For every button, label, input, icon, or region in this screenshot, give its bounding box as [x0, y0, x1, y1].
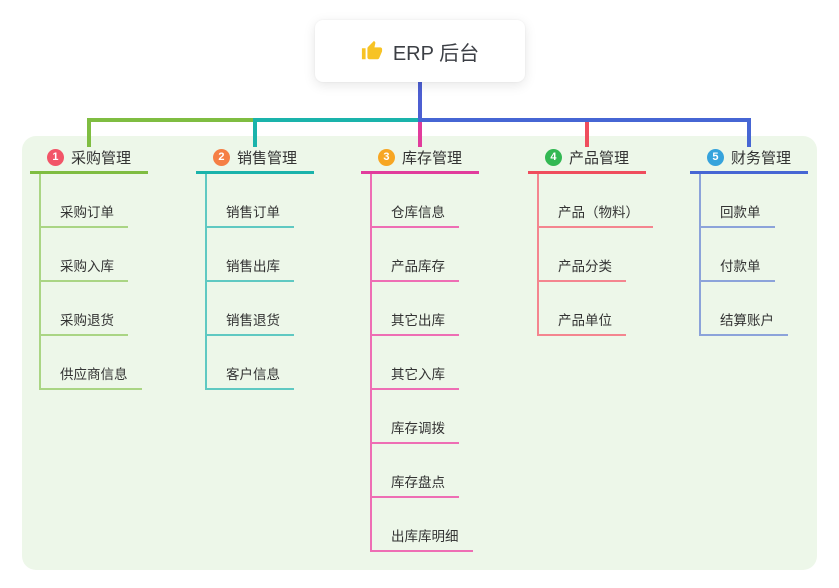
drop-branch-5 — [747, 118, 751, 147]
branch-header[interactable]: 3 库存管理 — [361, 146, 479, 174]
child-label: 付款单 — [720, 259, 761, 274]
branch-header[interactable]: 5 财务管理 — [690, 146, 808, 174]
branch-label: 产品管理 — [568, 149, 629, 167]
branch-children: 销售订单销售出库销售退货客户信息 — [205, 174, 294, 390]
drop-branch-2 — [253, 118, 257, 147]
branch-label: 销售管理 — [236, 149, 297, 167]
child-label: 出库库明细 — [391, 529, 459, 544]
child-node[interactable]: 采购退货 — [41, 282, 128, 336]
child-label: 采购入库 — [60, 259, 114, 274]
branch-label: 财务管理 — [730, 149, 791, 167]
child-label: 采购退货 — [60, 313, 114, 328]
drop-branch-4 — [585, 122, 589, 147]
branch-children: 回款单付款单结算账户 — [699, 174, 788, 336]
child-label: 产品库存 — [391, 259, 445, 274]
child-node[interactable]: 仓库信息 — [372, 174, 459, 228]
child-label: 采购订单 — [60, 205, 114, 220]
branch-4: 4 产品管理 产品（物料） 产品分类产品单位 — [528, 146, 653, 336]
child-node[interactable]: 结算账户 — [701, 282, 788, 336]
child-label: 其它入库 — [391, 367, 445, 382]
child-node[interactable]: 销售退货 — [207, 282, 294, 336]
child-node[interactable]: 销售订单 — [207, 174, 294, 228]
child-node[interactable]: 采购入库 — [41, 228, 128, 282]
child-label: 其它出库 — [391, 313, 445, 328]
child-node[interactable]: 付款单 — [701, 228, 775, 282]
drop-branch-1 — [87, 118, 91, 147]
drop-branch-3 — [418, 122, 422, 147]
branch-3: 3 库存管理 仓库信息产品库存其它出库其它入库库存调拨库存盘点出库库明细 — [361, 146, 479, 552]
child-label: 供应商信息 — [60, 367, 128, 382]
child-node[interactable]: 其它出库 — [372, 282, 459, 336]
branch-label: 库存管理 — [401, 149, 462, 167]
branch-children: 产品（物料） 产品分类产品单位 — [537, 174, 653, 336]
branch-1: 1 采购管理 采购订单采购入库采购退货供应商信息 — [30, 146, 148, 390]
branch-2: 2 销售管理 销售订单销售出库销售退货客户信息 — [196, 146, 314, 390]
child-node[interactable]: 库存调拨 — [372, 390, 459, 444]
child-label: 销售订单 — [226, 205, 280, 220]
branch-5: 5 财务管理 回款单付款单结算账户 — [690, 146, 808, 336]
child-node[interactable]: 库存盘点 — [372, 444, 459, 498]
branch-number-badge: 3 — [377, 148, 395, 166]
child-node[interactable]: 产品（物料） — [539, 174, 653, 228]
branch-children: 仓库信息产品库存其它出库其它入库库存调拨库存盘点出库库明细 — [370, 174, 473, 552]
root-node[interactable]: ERP 后台 — [315, 20, 525, 82]
child-node[interactable]: 产品单位 — [539, 282, 626, 336]
child-node[interactable]: 采购订单 — [41, 174, 128, 228]
child-label: 产品（物料） — [558, 205, 639, 220]
branch-number-badge: 5 — [706, 148, 724, 166]
child-label: 产品单位 — [558, 313, 612, 328]
child-node[interactable]: 供应商信息 — [41, 336, 142, 390]
branch-number-badge: 4 — [544, 148, 562, 166]
child-node[interactable]: 产品库存 — [372, 228, 459, 282]
child-node[interactable]: 产品分类 — [539, 228, 626, 282]
child-node[interactable]: 销售出库 — [207, 228, 294, 282]
child-label: 仓库信息 — [391, 205, 445, 220]
bus-segment-right — [418, 118, 751, 122]
thumbs-up-icon — [361, 40, 383, 62]
branch-children: 采购订单采购入库采购退货供应商信息 — [39, 174, 142, 390]
child-label: 库存盘点 — [391, 475, 445, 490]
child-label: 结算账户 — [720, 313, 774, 328]
child-label: 库存调拨 — [391, 421, 445, 436]
child-node[interactable]: 其它入库 — [372, 336, 459, 390]
branch-number-badge: 1 — [46, 148, 64, 166]
child-label: 产品分类 — [558, 259, 612, 274]
branch-header[interactable]: 4 产品管理 — [528, 146, 646, 174]
child-label: 回款单 — [720, 205, 761, 220]
child-node[interactable]: 客户信息 — [207, 336, 294, 390]
child-node[interactable]: 回款单 — [701, 174, 775, 228]
child-node[interactable]: 出库库明细 — [372, 498, 473, 552]
branch-header[interactable]: 1 采购管理 — [30, 146, 148, 174]
child-label: 客户信息 — [226, 367, 280, 382]
bus-segment-left — [87, 118, 255, 122]
branch-label: 采购管理 — [70, 149, 131, 167]
branch-number-badge: 2 — [212, 148, 230, 166]
bus-segment-mid — [253, 118, 422, 122]
branch-header[interactable]: 2 销售管理 — [196, 146, 314, 174]
root-title: ERP 后台 — [392, 42, 480, 65]
child-label: 销售退货 — [226, 313, 280, 328]
child-label: 销售出库 — [226, 259, 280, 274]
root-connector — [418, 82, 422, 118]
